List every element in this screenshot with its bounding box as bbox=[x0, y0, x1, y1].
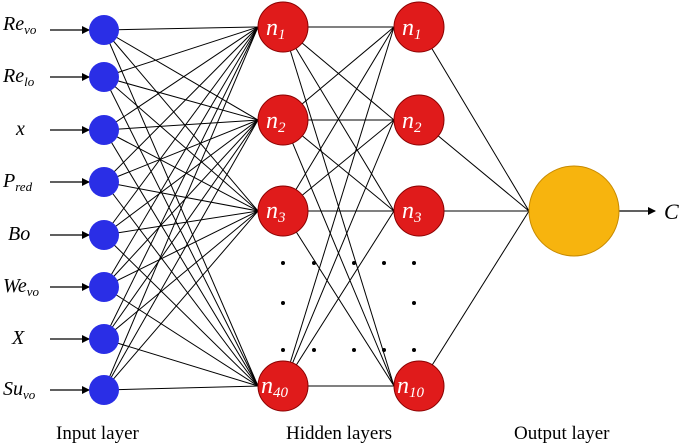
connection-line bbox=[418, 210, 530, 387]
input-label-x: x bbox=[15, 118, 25, 140]
hidden1-node-label-3: n3 bbox=[266, 198, 286, 226]
hidden2-node bbox=[393, 360, 445, 412]
input-label-bo: Bo bbox=[8, 223, 30, 245]
ellipsis-dot bbox=[281, 301, 285, 305]
connection-line bbox=[418, 26, 530, 212]
hidden2-node-label-2: n2 bbox=[402, 108, 422, 136]
connection-line bbox=[103, 76, 259, 212]
ellipsis-dot bbox=[281, 261, 285, 265]
input-node bbox=[89, 272, 119, 302]
ellipsis-dot bbox=[412, 301, 416, 305]
connection-line bbox=[103, 26, 259, 31]
hidden-layer-2-labels: n1 n2 n3 n10 bbox=[397, 15, 425, 401]
ellipsis-dot bbox=[352, 348, 356, 352]
ellipsis-dots bbox=[281, 261, 416, 352]
hidden2-node bbox=[393, 94, 445, 146]
hidden1-node bbox=[257, 94, 309, 146]
connection-line bbox=[103, 26, 259, 391]
connection-line bbox=[103, 29, 259, 212]
hidden2-node bbox=[393, 185, 445, 237]
connection-line bbox=[103, 181, 259, 212]
connection-line bbox=[103, 286, 259, 387]
input-node bbox=[89, 324, 119, 354]
input-node bbox=[89, 115, 119, 145]
connection-line bbox=[103, 210, 259, 288]
connection-line bbox=[282, 119, 395, 387]
ellipsis-dot bbox=[312, 348, 316, 352]
input-label-re-lo: Relo bbox=[2, 65, 35, 89]
connection-line bbox=[103, 385, 259, 391]
hidden1-node-label-40: n40 bbox=[261, 373, 289, 401]
connection-line bbox=[103, 234, 259, 387]
connection-line bbox=[103, 338, 259, 387]
ellipsis-dot bbox=[412, 348, 416, 352]
ellipsis-dot bbox=[312, 261, 316, 265]
connection-line bbox=[103, 26, 259, 78]
connection-line bbox=[103, 210, 259, 340]
input-node bbox=[89, 167, 119, 197]
ellipsis-dot bbox=[352, 261, 356, 265]
input-labels: Revo Relo x Pred Bo Wevo X Suvo bbox=[2, 13, 39, 402]
connection-line bbox=[103, 119, 259, 391]
input-label-x-capital: X bbox=[11, 327, 25, 349]
connection-line bbox=[103, 210, 259, 236]
connections bbox=[103, 26, 530, 391]
hidden-layer-1-labels: n1 n2 n3 n40 bbox=[261, 15, 289, 401]
input-node bbox=[89, 375, 119, 405]
hidden1-node-label-1: n1 bbox=[266, 15, 286, 43]
connection-line bbox=[103, 26, 259, 236]
connection-line bbox=[103, 76, 259, 121]
hidden1-node-label-2: n2 bbox=[266, 108, 286, 136]
connection-line bbox=[103, 129, 259, 212]
hidden1-node bbox=[257, 1, 309, 53]
hidden2-node bbox=[393, 1, 445, 53]
hidden2-node-label-10: n10 bbox=[397, 373, 425, 401]
ellipsis-dot bbox=[382, 261, 386, 265]
connection-line bbox=[103, 26, 259, 131]
connection-line bbox=[103, 119, 259, 288]
input-node bbox=[89, 62, 119, 92]
connection-line bbox=[282, 26, 395, 387]
ellipsis-dot bbox=[281, 348, 285, 352]
output-layer-caption: Output layer bbox=[514, 423, 610, 444]
connection-line bbox=[103, 119, 259, 236]
connection-line bbox=[103, 26, 259, 288]
connection-line bbox=[103, 210, 259, 391]
connection-line bbox=[282, 26, 395, 212]
connection-line bbox=[103, 119, 259, 340]
connection-line bbox=[103, 119, 259, 183]
connection-line bbox=[282, 210, 395, 387]
input-label-we-vo: Wevo bbox=[3, 275, 39, 299]
input-arrows bbox=[50, 26, 656, 394]
input-label-su-vo: Suvo bbox=[3, 378, 36, 402]
input-layer-caption: Input layer bbox=[56, 423, 140, 444]
connection-line bbox=[103, 26, 259, 340]
connection-line bbox=[103, 26, 259, 183]
hidden1-node bbox=[257, 185, 309, 237]
ellipsis-dot bbox=[412, 261, 416, 265]
output-label: C bbox=[664, 199, 679, 224]
input-node bbox=[89, 220, 119, 250]
nodes bbox=[89, 1, 620, 412]
input-node bbox=[89, 15, 119, 45]
connection-line bbox=[103, 29, 259, 121]
ellipsis-dot bbox=[382, 348, 386, 352]
connection-line bbox=[103, 119, 259, 131]
input-label-re-vo: Revo bbox=[2, 13, 37, 37]
connection-line bbox=[103, 181, 259, 387]
input-label-p-red: Pred bbox=[2, 170, 33, 194]
hidden2-node-label-1: n1 bbox=[402, 15, 422, 43]
hidden-layers-caption: Hidden layers bbox=[286, 423, 392, 444]
output-node bbox=[528, 165, 620, 257]
hidden2-node-label-3: n3 bbox=[402, 198, 422, 226]
connection-line bbox=[103, 129, 259, 387]
hidden1-node bbox=[257, 360, 309, 412]
